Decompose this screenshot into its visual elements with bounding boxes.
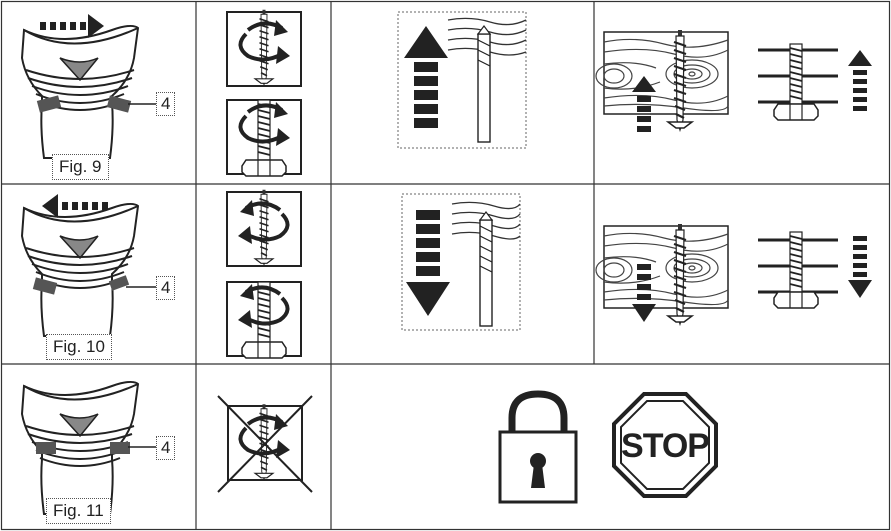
figure-label-fig10: Fig. 10: [46, 334, 112, 360]
row3-rotation-disabled: [217, 395, 313, 493]
row1-bolt-up: [758, 43, 872, 121]
row1-wood-screw-up: [595, 28, 729, 132]
row1-rotation-cw-screw: [226, 8, 302, 87]
fig11-chuck-illustration: [21, 380, 156, 515]
stop-sign-icon: [612, 392, 718, 498]
row2-drill-down-illustration: [401, 193, 521, 331]
fig9-chuck-illustration: [21, 24, 156, 159]
row2-bolt-down: [758, 231, 872, 309]
fig10-chuck-illustration: [21, 202, 156, 337]
figure-label-fig9: Fig. 9: [52, 154, 109, 180]
fig9-forward-arrow-icon: [40, 14, 104, 38]
row2-rotation-ccw-bolt: [226, 281, 302, 359]
stop-sign-text: STOP: [621, 427, 710, 465]
part-number-label-row3: 4: [156, 436, 176, 460]
row1-rotation-cw-bolt: [226, 99, 302, 177]
row1-drill-up-illustration: [397, 11, 527, 149]
part-number-label-row1: 4: [156, 92, 176, 116]
row2-wood-screw-down: [595, 222, 729, 326]
part-number-label-row2: 4: [156, 276, 176, 300]
padlock-icon: [498, 390, 578, 504]
fig10-reverse-arrow-icon: [42, 194, 108, 218]
figure-label-fig11: Fig. 11: [46, 498, 111, 524]
row2-rotation-ccw-screw: [226, 188, 302, 267]
